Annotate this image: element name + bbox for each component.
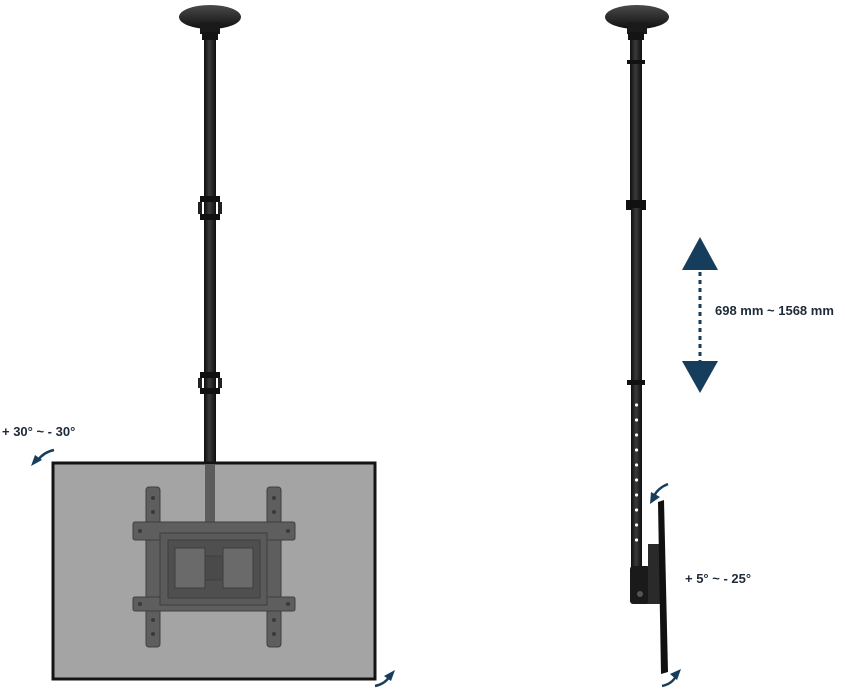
side-ceiling-plate bbox=[605, 5, 669, 29]
side-pole-upper bbox=[630, 32, 642, 204]
front-pole bbox=[204, 32, 216, 464]
side-tilt-joint bbox=[630, 566, 650, 604]
tilt-range-label: + 5° ~ - 25° bbox=[685, 571, 752, 586]
front-pole-clamp-upper bbox=[198, 196, 222, 220]
side-tv-panel bbox=[658, 500, 668, 674]
side-view-mount bbox=[605, 5, 718, 688]
height-up-arrow-icon bbox=[682, 237, 718, 270]
height-range-label: 698 mm ~ 1568 mm bbox=[715, 303, 834, 318]
front-ceiling-plate bbox=[179, 5, 241, 29]
side-pole-collar bbox=[626, 200, 646, 210]
vesa-bracket bbox=[132, 486, 296, 648]
side-pole-holes bbox=[634, 403, 639, 542]
front-view-mount bbox=[31, 5, 395, 688]
swivel-arrow-icon bbox=[37, 448, 55, 461]
vesa-bracket-holes bbox=[138, 496, 290, 636]
side-pole-lower bbox=[631, 208, 642, 568]
tilt-arrow-icon bbox=[652, 482, 669, 497]
front-pole-clamp-lower bbox=[198, 372, 222, 394]
front-ceiling-collar bbox=[200, 22, 220, 34]
height-down-arrow-icon bbox=[682, 361, 718, 393]
tilt-arrow-bottom-icon bbox=[661, 675, 678, 688]
swivel-range-label: + 30° ~ - 30° bbox=[2, 424, 76, 439]
